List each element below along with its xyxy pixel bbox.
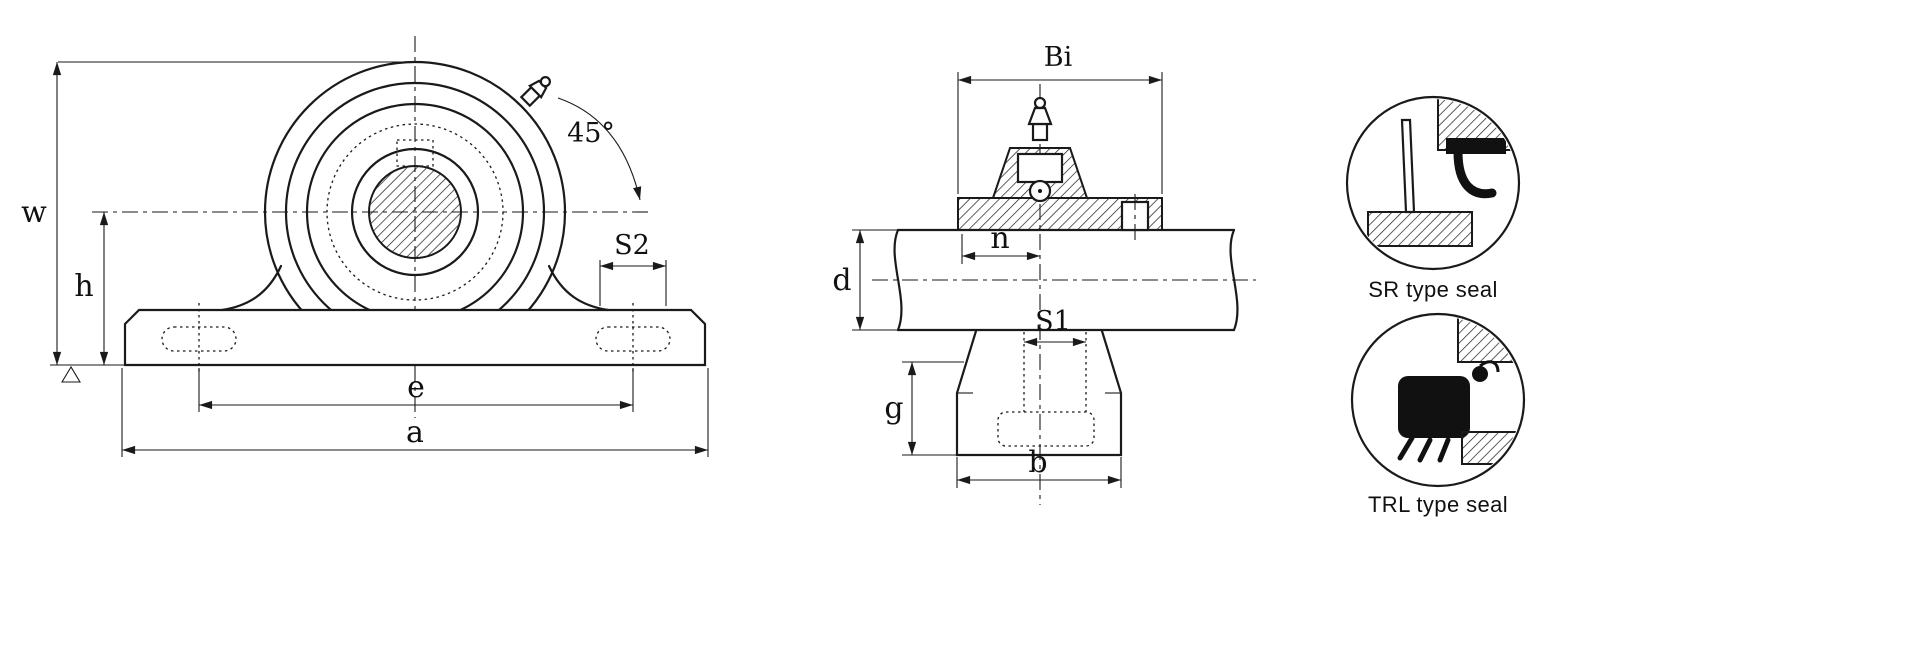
lock-collar <box>1016 152 1064 184</box>
shaft-bore-hatched <box>368 165 462 259</box>
grease-fitting-icon <box>519 76 551 108</box>
dim-label-s1: S1 <box>1035 306 1071 337</box>
dim-n: n <box>961 221 1040 264</box>
dim-label-b: b <box>1028 445 1047 480</box>
datum-triangle <box>61 365 81 383</box>
left-flare <box>220 264 283 312</box>
dim-label-g: g <box>884 391 903 426</box>
base-section <box>955 329 1123 457</box>
dim-label-s2: S2 <box>614 230 650 261</box>
right-flare <box>547 264 610 312</box>
pillow-block-front-view: 45° w h S2 e <box>21 36 709 457</box>
dim-label-e: e <box>407 370 425 405</box>
dim-label-bi: Bi <box>1044 42 1073 73</box>
seal-detail-trl: TRL type seal <box>1350 312 1526 517</box>
sr-seal-caption: SR type seal <box>1368 277 1498 302</box>
bolt-slots <box>161 303 671 372</box>
dim-g: g <box>884 361 964 456</box>
dim-a: a <box>121 368 709 457</box>
seal-detail-sr: SR type seal <box>1345 95 1521 302</box>
dim-label-w: w <box>21 195 47 230</box>
pillow-block-side-view: Bi n d S1 g <box>832 42 1256 505</box>
dim-label-h: h <box>74 269 93 304</box>
base-slot-hidden <box>997 411 1095 447</box>
sr-seal-detail-circle <box>1345 95 1521 271</box>
angle-label: 45° <box>567 118 615 149</box>
trl-seal-section <box>1397 316 1522 465</box>
dim-s1: S1 <box>1024 306 1086 347</box>
trl-seal-detail-circle <box>1350 312 1526 488</box>
dim-w: w <box>21 61 420 366</box>
dim-label-n: n <box>990 221 1009 256</box>
dim-b: b <box>956 445 1122 488</box>
sr-seal-section <box>1367 99 1517 247</box>
dim-label-a: a <box>406 415 424 450</box>
dim-s2: S2 <box>599 230 667 306</box>
housing-base <box>123 308 707 367</box>
dim-e: e <box>198 368 634 412</box>
dim-h: h <box>74 212 109 365</box>
grease-fitting-side-icon <box>1027 96 1053 142</box>
dim-bi: Bi <box>957 42 1163 194</box>
side-bolt <box>1120 194 1150 242</box>
dim-d: d <box>832 229 898 331</box>
setscrew-hidden-outline <box>396 139 434 167</box>
trl-seal-caption: TRL type seal <box>1368 492 1508 517</box>
angle-arc <box>557 97 642 201</box>
dim-label-d: d <box>832 263 851 298</box>
